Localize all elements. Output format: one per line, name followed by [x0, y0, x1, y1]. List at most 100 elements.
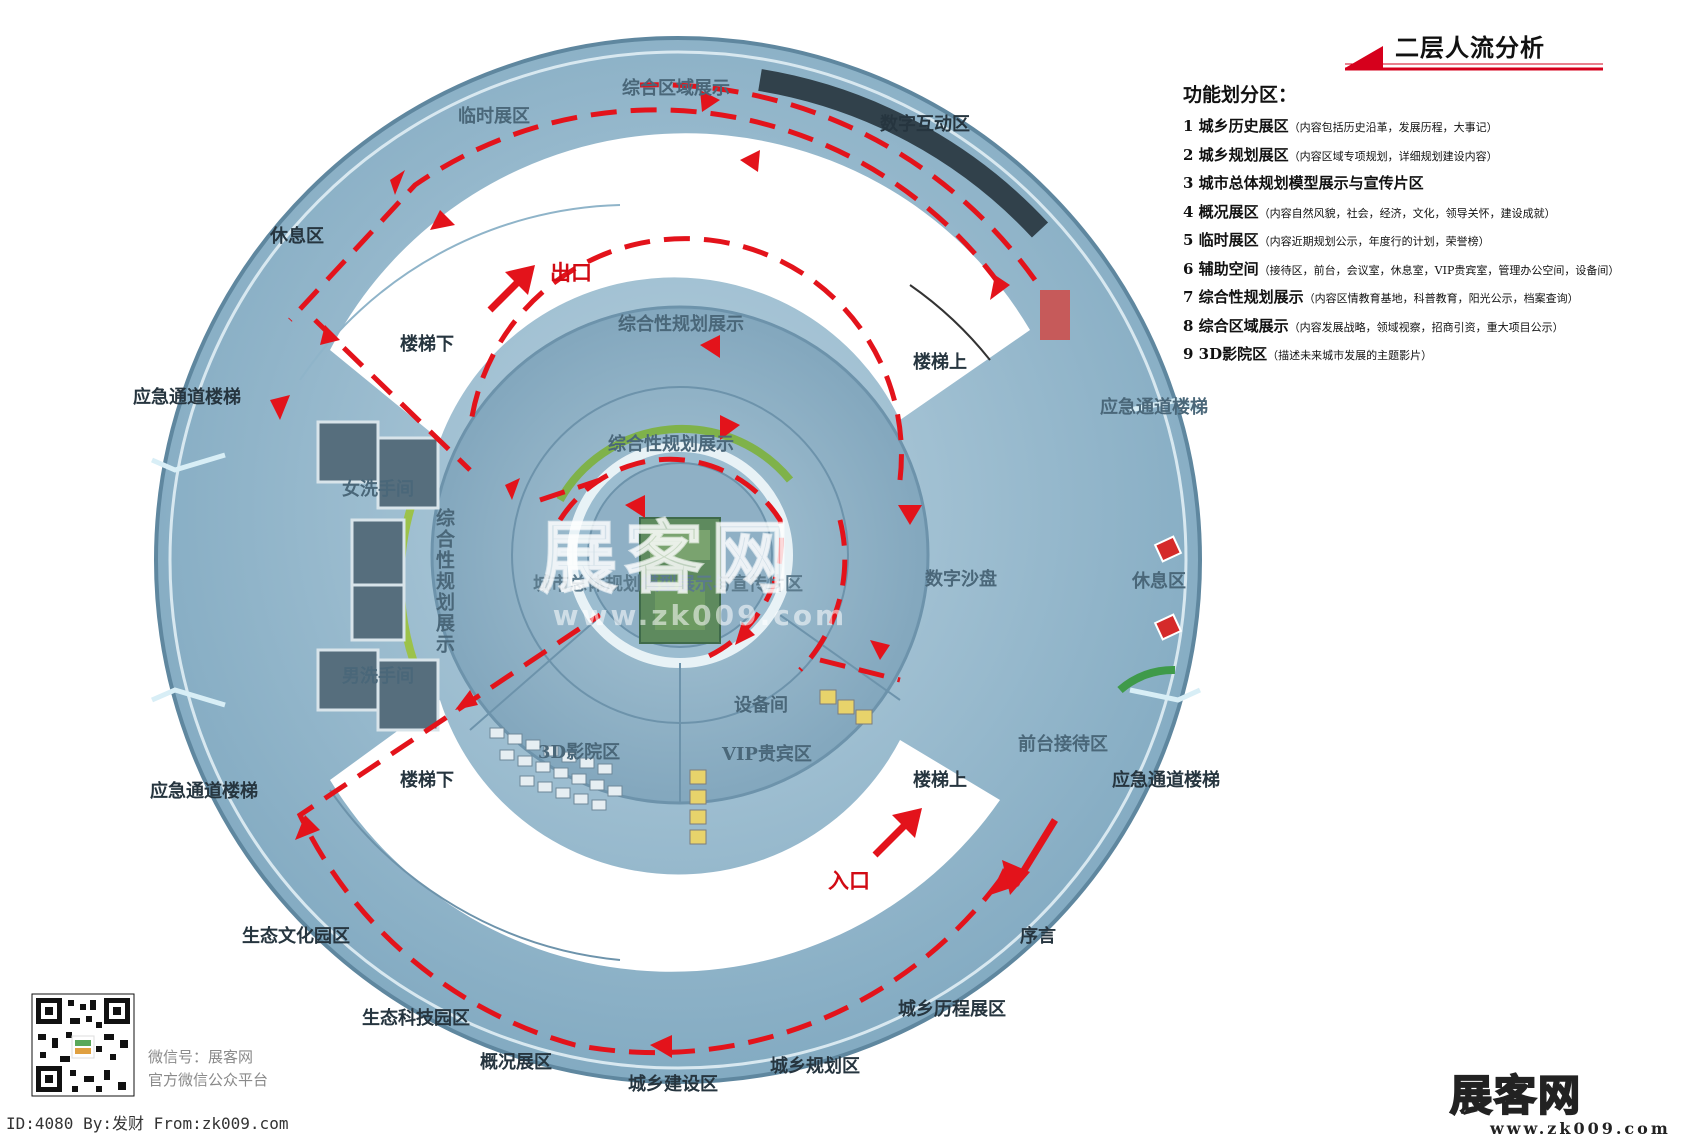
legend-item: 4 概况展区（内容自然风貌，社会，经济，文化，领导关怀，建设成就） [1183, 199, 1693, 228]
diagram-title-block: 二层人流分析 [1345, 24, 1605, 74]
label-shengtai-wenhua: 生态文化园区 [242, 925, 350, 947]
green-strip-right [1117, 665, 1176, 694]
label-vip: VIP贵宾区 [721, 743, 812, 765]
label-zonghe-quyu-top: 综合区域展示 [622, 77, 730, 99]
label-yingji-right-top: 应急通道楼梯 [1100, 396, 1208, 418]
label-yingji-left-bottom: 应急通道楼梯 [150, 780, 258, 802]
legend-item: 7 综合性规划展示（内容区情教育基地，科普教育，阳光公示，档案查询） [1183, 284, 1693, 313]
legend-item-name: 城乡历史展区 [1198, 117, 1289, 135]
label-cinema: 3D影院区 [538, 741, 620, 763]
legend-item-detail: （内容区域专项规划，详细规划建设内容） [1288, 149, 1498, 163]
legend-item-name: 综合区域展示 [1198, 316, 1289, 335]
label-xiuxi-right: 休息区 [1131, 570, 1186, 592]
legend-item-detail: （接待区，前台，会议室，休息室，VIP贵宾室，管理办公空间，设备间） [1258, 263, 1620, 277]
legend-item: 2 城乡规划展区（内容区域专项规划，详细规划建设内容） [1183, 142, 1693, 171]
legend-item-name: 临时展区 [1198, 231, 1259, 249]
legend-list: 1 城乡历史展区（内容包括历史沿革，发展历程，大事记）2 城乡规划展区（内容区域… [1183, 113, 1693, 370]
label-rukou: 入口 [828, 868, 870, 893]
label-nvxishou: 女洗手间 [342, 478, 414, 500]
entrance-flow-arrow [1002, 818, 1058, 895]
label-loutixia-top: 楼梯下 [400, 333, 454, 355]
diagram-title: 二层人流分析 [1395, 33, 1545, 62]
exit-arrow [487, 265, 535, 313]
legend-item-name: 辅助空间 [1198, 259, 1259, 278]
legend-item-number: 1 [1183, 117, 1194, 135]
watermark-main: 展客网 [539, 513, 797, 604]
legend-item: 6 辅助空间（接待区，前台，会议室，休息室，VIP贵宾室，管理办公空间，设备间） [1183, 256, 1693, 285]
brand-url: www.zk009.com [1490, 1119, 1671, 1138]
qr-caption-line2: 官方微信公众平台 [148, 1071, 269, 1089]
legend-item-name: 城乡规划展区 [1198, 145, 1289, 164]
label-zonghexing-outer: 综合性规划展示 [618, 313, 744, 335]
legend-item-name: 综合性规划展示 [1198, 288, 1304, 306]
legend-item-detail: （内容包括历史沿革，发展历程，大事记） [1288, 121, 1498, 134]
green-strip-inner [556, 424, 794, 502]
label-chengxiang-guihua: 城乡规划区 [770, 1055, 860, 1077]
flow-arrowheads [270, 90, 1020, 1058]
label-zonghexing-vertical: 综合性规划展示 [433, 507, 455, 655]
legend-item-name: 概况展区 [1198, 202, 1259, 221]
label-yingji-right-bottom: 应急通道楼梯 [1112, 769, 1220, 791]
void-bottom [330, 700, 1000, 972]
brand-logo: 展客网 www.zk009.com [1449, 1062, 1671, 1138]
legend-item: 8 综合区域展示（内容发展战略，领域视察，招商引资，重大项目公示） [1183, 313, 1693, 342]
label-hudong: 数字互动区 [880, 113, 970, 135]
label-shuzi-shapan: 数字沙盘 [925, 568, 997, 590]
qr-caption-line1: 微信号：展客网 [148, 1048, 254, 1066]
legend-item-number: 7 [1183, 288, 1194, 306]
legend-item-number: 3 [1183, 174, 1194, 192]
label-gaikuang: 概况展区 [480, 1051, 552, 1073]
legend-item-number: 9 [1183, 345, 1194, 363]
label-shebei: 设备间 [734, 694, 788, 716]
title-underline-mark [1345, 46, 1603, 71]
brand-main: 展客网 [1449, 1070, 1583, 1121]
qr-code-image [31, 993, 135, 1097]
label-xuyan: 序言 [1020, 925, 1056, 947]
legend-heading: 功能划分区： [1183, 84, 1298, 106]
legend-item-number: 4 [1183, 202, 1194, 221]
label-nanxishou: 男洗手间 [342, 665, 414, 687]
footer-id: ID:4080 By:发财 From:zk009.com [6, 1114, 289, 1133]
label-loutishang-bottom: 楼梯上 [913, 769, 967, 791]
label-loutishang-top: 楼梯上 [913, 351, 967, 373]
label-shengtai-keji: 生态科技园区 [362, 1007, 470, 1029]
legend-item-detail: （内容近期规划公示，年度行的计划，荣誉榜） [1258, 235, 1490, 248]
label-chukou: 出口 [550, 260, 592, 285]
label-qiantai: 前台接待区 [1018, 733, 1108, 755]
label-zonghexing-inner: 综合性规划展示 [608, 433, 734, 455]
legend-item: 3 城市总体规划模型展示与宣传片区 [1183, 170, 1693, 199]
label-linshi: 临时展区 [458, 105, 530, 127]
legend-item-name: 3D影院区 [1198, 345, 1268, 363]
interactive-display-strip [758, 69, 1049, 238]
zone-legend: 功能划分区： 1 城乡历史展区（内容包括历史沿革，发展历程，大事记）2 城乡规划… [1183, 80, 1693, 370]
label-yingji-left-top: 应急通道楼梯 [133, 386, 241, 408]
legend-item-detail: （内容发展战略，领域视察，招商引资，重大项目公示） [1288, 320, 1564, 334]
legend-item-name: 城市总体规划模型展示与宣传片区 [1198, 174, 1424, 192]
label-chengxiang-jianshe: 城乡建设区 [628, 1073, 718, 1095]
vip-chairs [689, 689, 873, 845]
legend-item: 5 临时展区（内容近期规划公示，年度行的计划，荣誉榜） [1183, 227, 1693, 256]
label-chengxiang-licheng: 城乡历程展区 [898, 998, 1006, 1020]
void-top [330, 133, 1030, 441]
restroom-blocks [316, 420, 440, 732]
legend-item: 9 3D影院区（描述未来城市发展的主题影片） [1183, 341, 1693, 370]
legend-item-number: 5 [1183, 231, 1194, 249]
legend-item-number: 6 [1183, 259, 1194, 278]
label-loutixia-bottom: 楼梯下 [400, 769, 454, 791]
cinema-seats [489, 727, 623, 811]
flow-routes [288, 82, 1038, 1056]
label-chengshi-model: 城市总体规划模型展示与宣传片区 [533, 573, 803, 595]
entrance-arrow [872, 808, 922, 858]
qr-caption: 微信号：展客网 官方微信公众平台 [148, 1046, 268, 1092]
legend-item-detail: （描述未来城市发展的主题影片） [1267, 349, 1433, 362]
legend-item-number: 8 [1183, 316, 1194, 335]
rest-area-sofas [1153, 535, 1183, 641]
legend-item: 1 城乡历史展区（内容包括历史沿革，发展历程，大事记） [1183, 113, 1693, 142]
legend-item-detail: （内容自然风貌，社会，经济，文化，领导关怀，建设成就） [1258, 206, 1556, 220]
legend-item-number: 2 [1183, 145, 1194, 164]
legend-item-detail: （内容区情教育基地，科普教育，阳光公示，档案查询） [1303, 292, 1579, 305]
label-xiuxi-left: 休息区 [269, 225, 324, 247]
outer-ring-edge [168, 50, 1188, 1070]
